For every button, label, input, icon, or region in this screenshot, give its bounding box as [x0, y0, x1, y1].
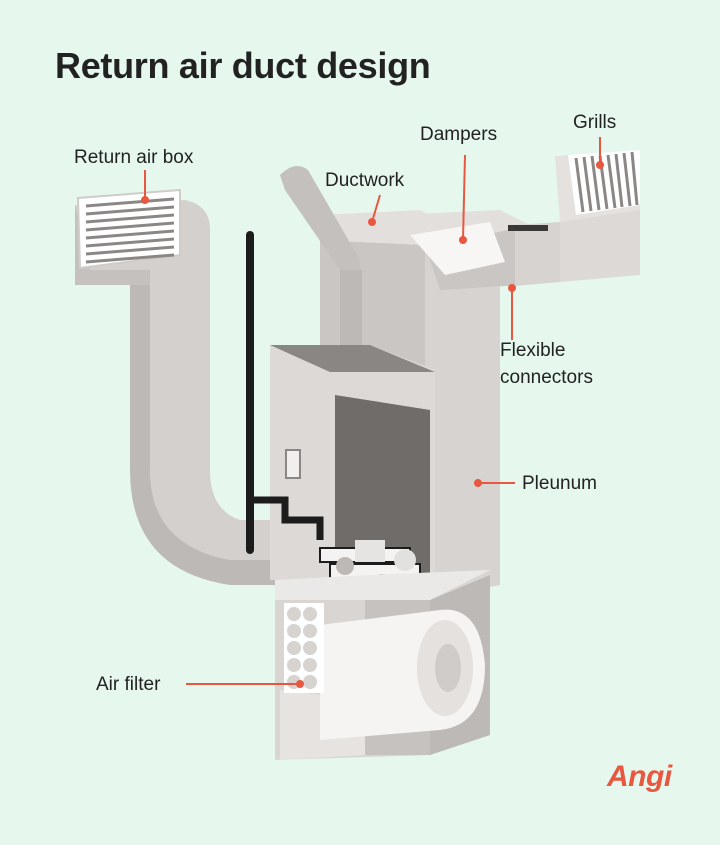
- label-flexible-connectors-line1: Flexible: [500, 340, 566, 361]
- callout-dampers: [462, 154, 466, 241]
- label-air-filter: Air filter: [96, 674, 161, 695]
- label-return-air-box: Return air box: [74, 147, 194, 168]
- supply-grill: [568, 150, 640, 215]
- ductwork-pipe: [280, 166, 362, 355]
- blower-fan: [320, 609, 485, 740]
- diagram-title: Return air duct design: [55, 45, 431, 86]
- gas-pipe: [246, 231, 324, 554]
- supply-duct: [395, 150, 640, 290]
- brand-logo: Angi: [607, 760, 672, 793]
- return-duct: [75, 200, 330, 720]
- label-pleunum: Pleunum: [522, 473, 597, 494]
- label-ductwork: Ductwork: [325, 170, 405, 191]
- label-grills: Grills: [573, 112, 617, 133]
- return-air-box: [76, 188, 181, 270]
- label-dampers: Dampers: [420, 124, 498, 145]
- flexible-connector: [508, 225, 548, 231]
- callouts: [141, 137, 604, 688]
- furnace-cabinet: [270, 345, 435, 580]
- callout-ductwork: [371, 194, 381, 223]
- air-filter: [284, 603, 324, 693]
- label-flexible-connectors-line2: connectors: [500, 367, 593, 388]
